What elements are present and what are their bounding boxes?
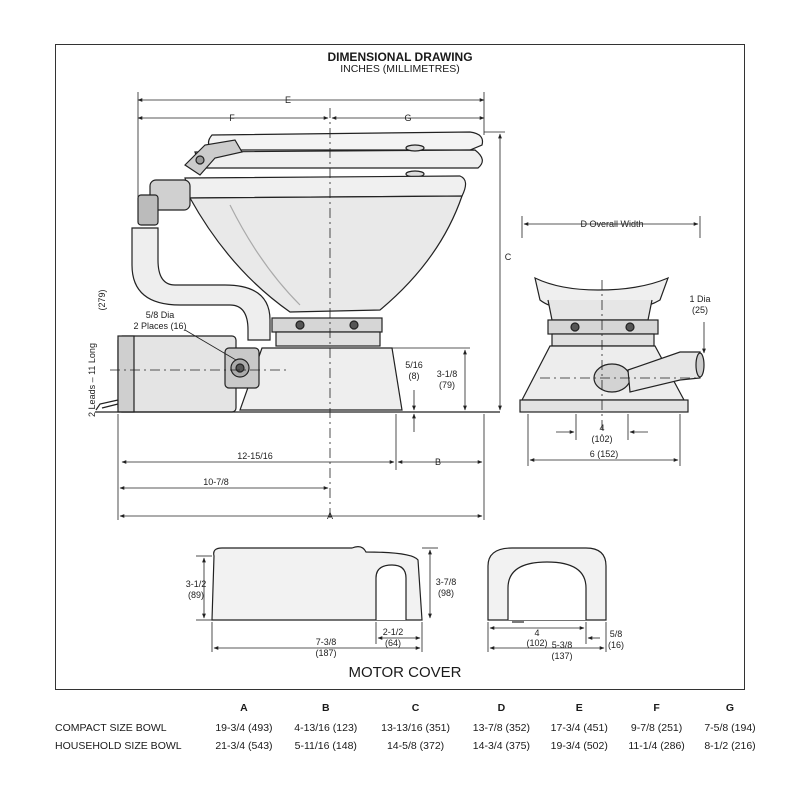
table-cell: COMPACT SIZE BOWL bbox=[55, 722, 167, 734]
table-cell: 14-3/4 (375) bbox=[472, 740, 530, 752]
drawing-subtitle: INCHES (MILLIMETRES) bbox=[340, 63, 460, 75]
table-cell: 14-5/8 (372) bbox=[386, 740, 445, 752]
dim-a-label: A bbox=[327, 511, 333, 521]
table-cell: 21-3/4 (543) bbox=[215, 740, 273, 752]
dim-12-15-16-label: 12-15/16 bbox=[237, 451, 273, 461]
table-cell: 11-1/4 (286) bbox=[628, 740, 685, 752]
front-view bbox=[519, 276, 705, 413]
dimension-table: A B C D E F G COMPACT SIZE BOWL 19-3/4 (… bbox=[55, 698, 765, 755]
motor-cover-side-dimensions bbox=[196, 547, 438, 652]
table-header-cell: C bbox=[411, 702, 420, 714]
table-row: HOUSEHOLD SIZE BOWL 21-3/4 (543) 5-11/16… bbox=[55, 737, 765, 755]
table-cell: 7-5/8 (194) bbox=[704, 722, 756, 734]
dia-line2-label: 2 Places (16) bbox=[133, 321, 186, 331]
dim-6-label: 6 (152) bbox=[590, 449, 619, 459]
dim-f-label: F bbox=[229, 113, 235, 123]
dim-3-1-8-label: 3-1/8 bbox=[437, 369, 458, 379]
dim-e-label: E bbox=[285, 95, 291, 105]
dim-1-dia-mm-label: (25) bbox=[692, 305, 708, 315]
front-view-labels: D Overall Width 1 Dia (25) 4 (102) 6 (15… bbox=[580, 219, 710, 459]
table-row: COMPACT SIZE BOWL 19-3/4 (493) 4-13/16 (… bbox=[55, 719, 765, 737]
motor-cover-side-labels: 3-1/2 (89) 3-7/8 (98) 2-1/2 (64) 7-3/8 (… bbox=[186, 577, 457, 658]
leads-mm-label: (279) bbox=[97, 289, 107, 310]
dim-4-mm-label: (102) bbox=[591, 434, 612, 444]
table-cell: 4-13/16 (123) bbox=[294, 722, 358, 734]
dim-mc-w4-mm-label: (137) bbox=[551, 651, 572, 661]
dim-5-16-label: 5/16 bbox=[405, 360, 423, 370]
dim-g-label: G bbox=[404, 113, 411, 123]
table-header-cell: B bbox=[321, 702, 330, 714]
dim-mc-w2-label: 7-3/8 bbox=[316, 637, 337, 647]
dim-mc-h1-mm-label: (89) bbox=[188, 590, 204, 600]
dim-1-dia-label: 1 Dia bbox=[689, 294, 710, 304]
drawing-title: DIMENSIONAL DRAWING bbox=[327, 50, 473, 64]
dim-b-label: B bbox=[435, 457, 441, 467]
motor-cover-side bbox=[211, 546, 423, 621]
table-header-row: A B C D E F G bbox=[55, 698, 765, 719]
dim-mc-w3-label: 4 bbox=[534, 628, 539, 638]
side-view bbox=[95, 131, 500, 413]
table-header-cell: D bbox=[497, 702, 506, 714]
dim-mc-w1-label: 2-1/2 bbox=[383, 627, 404, 637]
table-header-cell bbox=[55, 698, 205, 719]
motor-cover-label: MOTOR COVER bbox=[348, 664, 462, 681]
dim-10-7-8-label: 10-7/8 bbox=[203, 477, 229, 487]
dim-mc-w4-label: 5-3/8 bbox=[552, 640, 573, 650]
dim-3-1-8-mm-label: (79) bbox=[439, 380, 455, 390]
motor-cover-end-labels: 4 (102) 5-3/8 (137) 5/8 (16) bbox=[526, 628, 624, 661]
dim-d-label: D Overall Width bbox=[580, 219, 643, 229]
motor-cover-end bbox=[487, 547, 607, 623]
side-view-labels: E F G C 2 Leads – 11 Long (279) 5/8 Dia … bbox=[87, 95, 512, 521]
table-header-cell: G bbox=[725, 702, 735, 714]
dim-mc-h2-label: 3-7/8 bbox=[436, 577, 457, 587]
dim-5-16-mm-label: (8) bbox=[409, 371, 420, 381]
dim-4-label: 4 bbox=[599, 423, 604, 433]
leads-label: 2 Leads – 11 Long bbox=[87, 343, 97, 417]
dim-mc-w3-mm-label: (102) bbox=[526, 638, 547, 648]
dia-line1-label: 5/8 Dia bbox=[146, 310, 175, 320]
table-header-cell: A bbox=[240, 702, 248, 714]
table-cell: HOUSEHOLD SIZE BOWL bbox=[55, 740, 182, 752]
table-cell: 13-7/8 (352) bbox=[472, 722, 530, 734]
table-cell: 13-13/16 (351) bbox=[381, 722, 451, 734]
table-cell: 19-3/4 (502) bbox=[550, 740, 608, 752]
front-view-dimensions bbox=[521, 216, 706, 466]
table-cell: 19-3/4 (493) bbox=[215, 722, 273, 734]
dim-mc-w5-mm-label: (16) bbox=[608, 640, 624, 650]
dim-mc-w2-mm-label: (187) bbox=[315, 648, 336, 658]
table-cell: 9-7/8 (251) bbox=[630, 722, 683, 734]
dim-mc-h1-label: 3-1/2 bbox=[186, 579, 207, 589]
table-cell: 8-1/2 (216) bbox=[704, 740, 756, 752]
dim-c-label: C bbox=[505, 252, 512, 262]
dim-mc-w5-label: 5/8 bbox=[610, 629, 623, 639]
table-cell: 17-3/4 (451) bbox=[550, 722, 608, 734]
table-cell: 5-11/16 (148) bbox=[294, 740, 357, 752]
drawing-frame bbox=[55, 44, 745, 690]
dim-mc-w1-mm-label: (64) bbox=[385, 638, 401, 648]
dim-mc-h2-mm-label: (98) bbox=[438, 588, 454, 598]
table-header-cell: F bbox=[653, 702, 660, 714]
side-view-dimensions bbox=[110, 92, 505, 520]
motor-cover-end-dimensions bbox=[487, 622, 607, 652]
table-header-cell: E bbox=[575, 702, 583, 714]
